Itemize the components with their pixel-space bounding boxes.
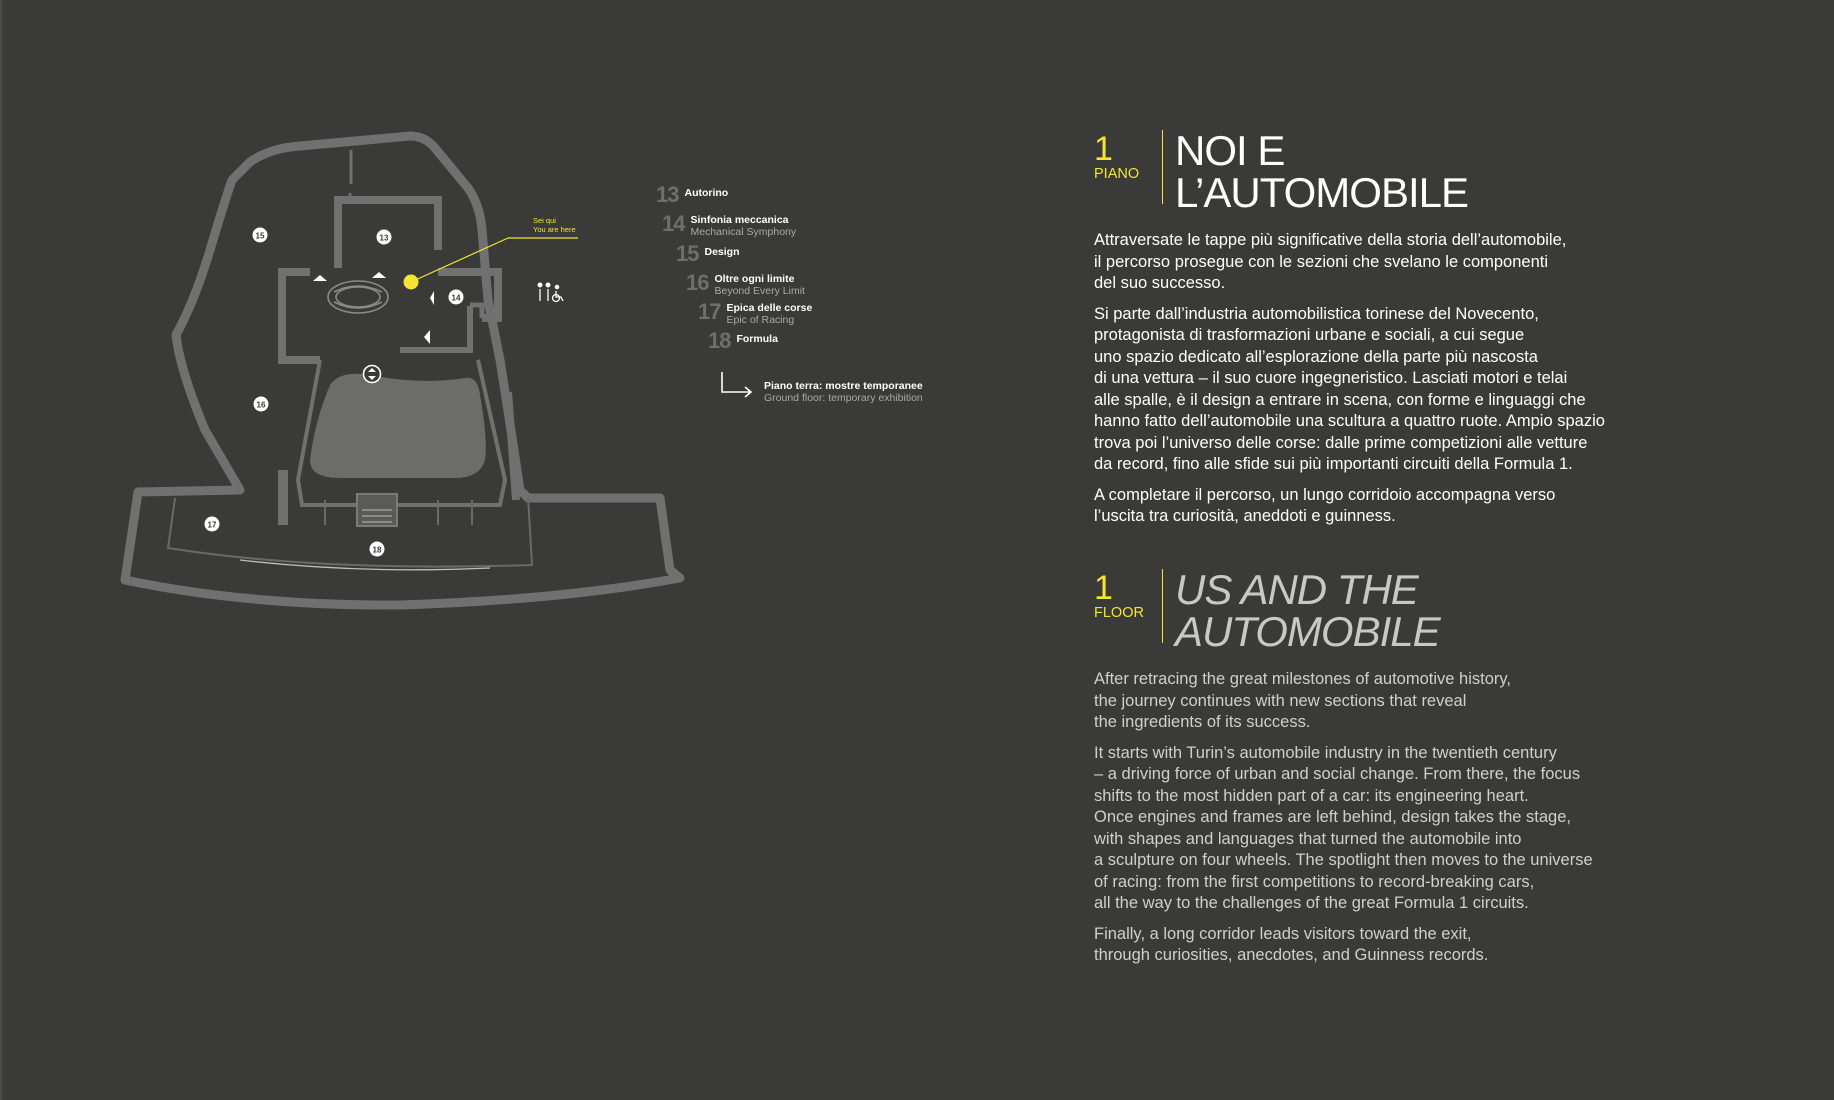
inner-arc-light [239,559,491,571]
section-heading: 1 FLOOR US AND THE AUTOMOBILE [1094,569,1674,653]
svg-text:18: 18 [373,546,382,555]
svg-text:14: 14 [452,294,461,303]
floor-indicator: 1 PIANO [1094,130,1162,182]
legend-label-it: Autorino [684,187,729,199]
you-are-here-label-en: You are here [533,225,576,234]
legend-label-it: Design [704,246,740,258]
floor-map: Sei qui You are here 15 13 14 16 17 18 [120,131,685,610]
paragraph: Si parte dall’industria automobilistica … [1094,304,1605,474]
you-are-here-leader [410,237,509,283]
paragraph: Finally, a long corridor leads visitors … [1094,924,1489,965]
title-line: AUTOMOBILE [1175,608,1441,655]
legend-item-18: 18 Formula [708,330,778,352]
marker-14: 14 [448,289,464,305]
title-line: US AND THE [1175,566,1419,613]
car-exhibit-icon [327,280,389,314]
legend-item-13: 13 Autorino [656,184,728,206]
ground-floor-label-en: Ground floor: temporary exhibition [764,392,923,404]
legend-label-it: Epica delle corse [726,302,813,314]
map-legend: 13 Autorino 14 Sinfonia meccanica Mechan… [650,180,950,410]
outer-wall [120,131,685,610]
inner-arc [166,496,534,568]
title-line: L’AUTOMOBILE [1175,169,1469,216]
legend-item-17: 17 Epica delle corse Epic of Racing [698,299,813,327]
legend-number: 16 [686,270,710,295]
floor-indicator: 1 FLOOR [1094,569,1162,621]
legend-item-16: 16 Oltre ogni limite Beyond Every Limit [686,270,805,298]
direction-arrow-up-2 [372,272,386,278]
svg-text:17: 17 [208,521,217,530]
direction-arrow-left [424,330,430,344]
legend-item-14: 14 Sinfonia meccanica Mechanical Symphon… [662,211,797,239]
legend-label-it: Sinfonia meccanica [690,214,789,226]
stair-steps [362,509,392,523]
direction-arrow-right [430,291,434,305]
paragraph: It starts with Turin’s automobile indust… [1094,743,1593,913]
legend-label-en: Epic of Racing [726,314,795,326]
marker-13: 13 [376,229,392,245]
heading-divider [1162,130,1163,204]
main-hall [310,373,486,478]
lower-room-right-wall [400,306,473,353]
down-right-arrow-icon [721,372,753,398]
section-body: After retracing the great milestones of … [1094,669,1674,967]
legend-label-it: Oltre ogni limite [714,273,795,285]
title-line: NOI E [1175,127,1285,174]
paragraph: A completare il percorso, un lungo corri… [1094,485,1556,526]
svg-text:16: 16 [257,401,266,410]
you-are-here-label-it: Sei qui [533,216,556,225]
ground-floor-note: Piano terra: mostre temporanee Ground fl… [720,370,923,404]
section-title: NOI E L’AUTOMOBILE [1175,127,1469,216]
toilets-accessible-icon [537,282,564,303]
section-body: Attraversate le tappe più significative … [1094,230,1674,528]
section-italian: 1 PIANO NOI E L’AUTOMOBILE Attraversate … [1094,130,1674,537]
marker-16: 16 [253,396,269,412]
direction-arrow-up-1 [313,275,327,281]
floor-number: 1 [1094,569,1113,607]
legend-number: 13 [656,182,680,207]
floor-number: 1 [1094,130,1113,168]
you-are-here-dot [403,274,419,290]
floor-label: PIANO [1094,166,1140,182]
legend-number: 18 [708,328,732,353]
lower-room-walls [295,359,508,507]
paragraph: Attraversate le tappe più significative … [1094,231,1567,292]
room-13-walls [334,196,442,268]
legend-number: 17 [698,299,722,324]
section-title: US AND THE AUTOMOBILE [1175,566,1441,655]
room-14-wall-a [438,268,502,322]
legend-number: 15 [676,241,700,266]
legend-label-it: Formula [736,333,778,345]
marker-15: 15 [252,227,268,243]
paragraph: After retracing the great milestones of … [1094,670,1511,731]
ground-floor-label-it: Piano terra: mostre temporanee [764,380,923,392]
floor-label: FLOOR [1094,605,1144,621]
elevator-icon [362,364,382,384]
legend-number: 14 [662,211,686,236]
upper-room-walls [278,268,320,364]
legend-label-en: Mechanical Symphony [690,226,797,238]
svg-text:15: 15 [256,232,265,241]
room-14-wall-b [470,302,485,318]
marker-17: 17 [204,516,220,532]
section-english: 1 FLOOR US AND THE AUTOMOBILE After retr… [1094,569,1674,976]
marker-18: 18 [369,541,385,557]
heading-divider [1162,569,1163,643]
svg-text:13: 13 [380,234,389,243]
legend-item-15: 15 Design [676,243,740,265]
legend-label-en: Beyond Every Limit [714,285,805,297]
page-edge [0,0,2,1100]
section-heading: 1 PIANO NOI E L’AUTOMOBILE [1094,130,1674,214]
side-wall-right [504,391,520,501]
